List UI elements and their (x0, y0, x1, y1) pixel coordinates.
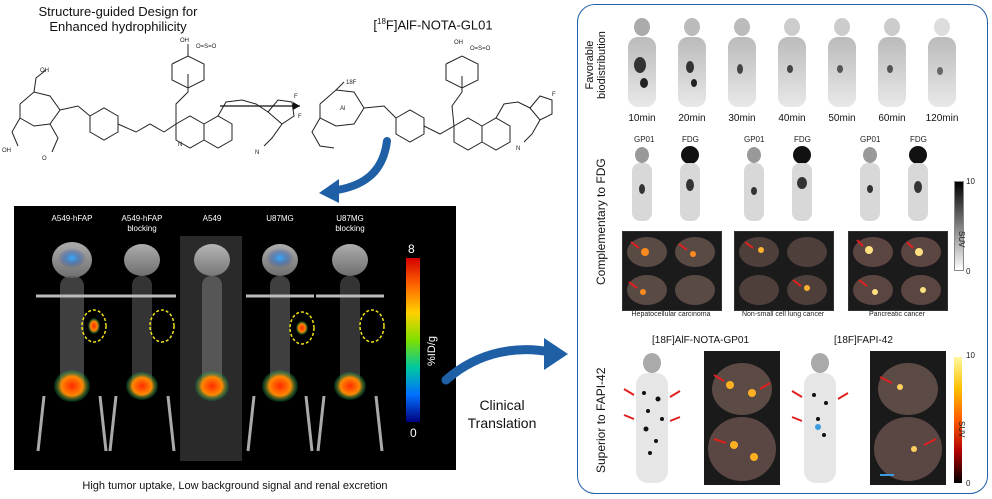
svg-text:O: O (42, 156, 47, 162)
axial-set-3 (848, 231, 948, 311)
mouse-1 (36, 242, 108, 452)
gp01-mip (623, 353, 681, 483)
mouse-4 (246, 244, 315, 452)
pet-label-1: A549-hFAP (51, 214, 93, 223)
caption-hcc: Hepatocellular carcinoma (631, 311, 711, 318)
suv-colorbar-1 (954, 181, 964, 271)
scan-body-6 (878, 18, 906, 107)
caption-nsclc: Non-small cell lung cancer (741, 311, 825, 318)
chemical-structures: OH OH O OH O=S=O F F N N 18F Al OH O=S=O… (2, 38, 556, 162)
section-label-fdg: Complementary to FDG (594, 158, 608, 285)
svg-text:OH: OH (454, 40, 463, 46)
axial-images-3 (853, 237, 941, 305)
svg-text:N: N (178, 142, 182, 148)
pet-label-5: U87MG blocking (335, 214, 365, 233)
svg-text:F: F (552, 92, 556, 98)
time-label-5: 50min (828, 113, 856, 124)
clinical-panel: Favorable biodistribution 10min 20min 30… (577, 4, 988, 494)
scan-body-2 (678, 18, 706, 107)
benzene-right (445, 55, 479, 89)
axial-images-2 (739, 237, 827, 305)
compound-title: [18F]AlF-NOTA-GL01 (373, 17, 493, 33)
svg-text:O=S=O: O=S=O (196, 44, 217, 50)
svg-text:N: N (516, 146, 520, 152)
time-label-6: 60min (878, 113, 906, 124)
pet-label-4: U87MG (266, 214, 294, 223)
axial-set-2 (734, 231, 834, 311)
bottom-caption: High tumor uptake, Low background signal… (82, 480, 388, 492)
time-label-4: 40min (778, 113, 806, 124)
scan-body-5 (828, 18, 856, 107)
pair2-right-label: FDG (794, 135, 811, 144)
scan-body-7 (928, 18, 956, 107)
mouse-2 (108, 244, 176, 452)
chelator-ring-left (19, 91, 61, 127)
mouse-3 (180, 236, 242, 461)
svg-text:Al: Al (340, 106, 345, 112)
colorbar-unit-label: %ID/g (426, 336, 438, 366)
pet-colorbar (406, 258, 420, 422)
clinical-translation-arrow (441, 338, 568, 385)
svg-text:O=S=O: O=S=O (470, 46, 491, 52)
pyrrolidine-right (529, 95, 553, 121)
scan-body-3 (728, 18, 756, 107)
fdg-mip-scans (632, 146, 928, 221)
time-label-3: 30min (728, 113, 756, 124)
pair1-left-label: GP01 (634, 135, 655, 144)
suv-colorbar-2 (954, 357, 962, 483)
preclinical-pet-panel: A549-hFAP A549-hFAP blocking A549 U87MG … (14, 206, 456, 470)
caption-pancreatic: Pancreatic cancer (868, 311, 926, 318)
piperazine-right (395, 109, 425, 143)
axial-set-1 (622, 231, 722, 311)
compare-right-title: [18F]FAPI-42 (834, 335, 893, 346)
suv2-max: 10 (966, 351, 975, 360)
time-label-7: 120min (925, 113, 959, 124)
suv2-unit: SUV (957, 421, 966, 438)
pyrrolidine-left (267, 99, 295, 125)
mouse-5 (316, 244, 385, 452)
clinical-translation-text: Clinical Translation (467, 397, 537, 431)
svg-text:OH: OH (2, 148, 11, 154)
mouse-pet-images (36, 236, 385, 461)
quinoline-right (453, 117, 483, 151)
pair3-left-label: GP01 (860, 135, 881, 144)
fapi-comparison-images (623, 351, 946, 485)
section-label-fapi: Superior to FAPI-42 (594, 367, 608, 473)
axial-images-1 (627, 237, 715, 305)
pair2-left-label: GP01 (744, 135, 765, 144)
pet-label-3: A549 (202, 214, 222, 223)
scan-body-1 (628, 18, 656, 107)
fapi42-fused (870, 351, 946, 485)
section-label-biodistribution: Favorable biodistribution (584, 31, 608, 99)
pair1-right-label: FDG (682, 135, 699, 144)
time-label-2: 20min (678, 113, 706, 124)
pet-label-2: A549-hFAP blocking (121, 214, 163, 233)
svg-text:OH: OH (180, 38, 189, 44)
fapi42-mip (791, 353, 849, 483)
colorbar-max-label: 8 (408, 242, 415, 256)
gp01-fused (704, 351, 780, 485)
svg-text:18F: 18F (346, 80, 357, 86)
svg-text:N: N (255, 150, 259, 156)
svg-text:OH: OH (40, 68, 49, 74)
suv1-unit: SUV (957, 231, 966, 248)
suv1-min: 0 (966, 267, 971, 276)
colorbar-min-label: 0 (410, 426, 417, 440)
piperazine-left (89, 107, 119, 141)
suv2-min: 0 (966, 479, 971, 488)
svg-text:F: F (298, 114, 302, 120)
biodistribution-scans (628, 18, 956, 107)
chelator-complex-right (319, 89, 365, 127)
scan-body-4 (778, 18, 806, 107)
svg-text:F: F (294, 94, 298, 100)
pair3-right-label: FDG (910, 135, 927, 144)
suv1-max: 10 (966, 177, 975, 186)
compare-left-title: [18F]AlF-NOTA-GP01 (652, 335, 750, 346)
time-label-1: 10min (628, 113, 656, 124)
design-title: Structure-guided Design for Enhanced hyd… (38, 4, 198, 34)
down-curved-arrow (319, 137, 391, 203)
